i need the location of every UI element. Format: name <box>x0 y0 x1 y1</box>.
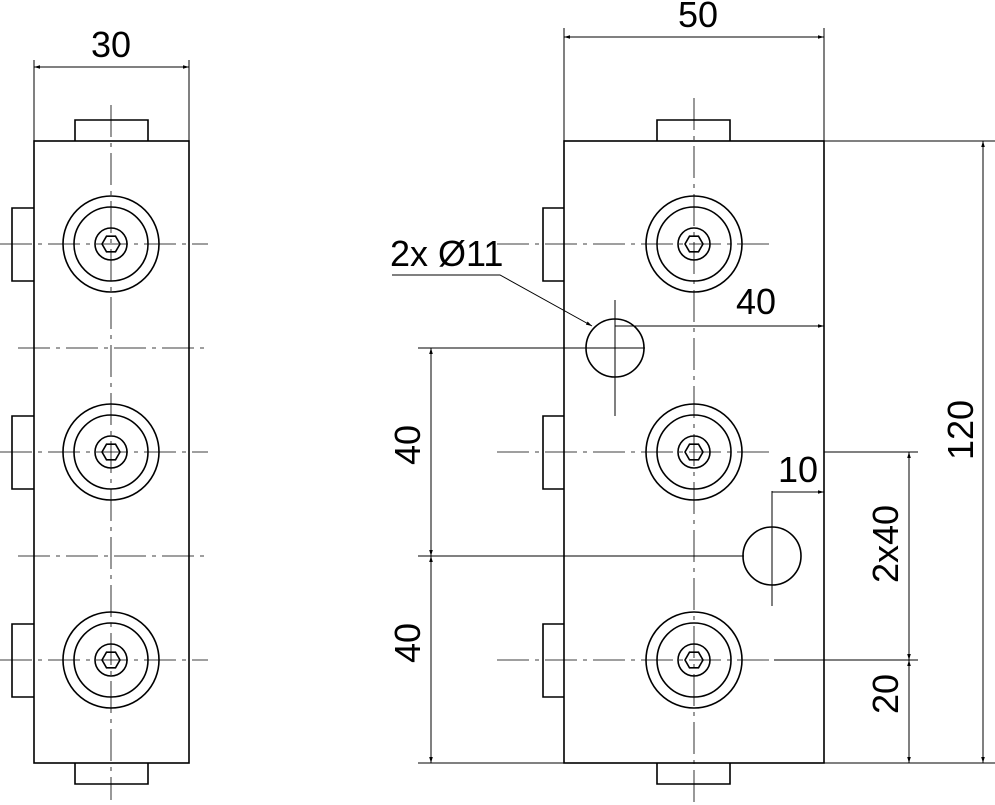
left-bottom-plug <box>74 763 149 785</box>
right-screw-3 <box>645 611 743 709</box>
left-top-plug <box>74 119 149 141</box>
right-top-plug <box>656 119 731 141</box>
left-screw-2 <box>62 403 160 501</box>
edge-20-label: 20 <box>865 674 906 714</box>
hex-socket-icon <box>101 443 121 461</box>
left-screw-3 <box>62 611 160 709</box>
left-view: 30 <box>0 24 208 800</box>
dist-40-label: 40 <box>736 281 776 322</box>
right-side-port-3 <box>542 623 564 698</box>
left-side-port-2 <box>11 415 34 490</box>
vertical-40-upper-label: 40 <box>387 425 428 465</box>
vertical-40-lower-label: 40 <box>387 623 428 663</box>
height-120-label: 120 <box>940 400 981 460</box>
hole-callout-label: 2x Ø11 <box>390 233 503 274</box>
hex-socket-icon <box>684 235 704 253</box>
hole-callout-leader <box>392 274 593 327</box>
left-width-label: 30 <box>91 24 131 65</box>
left-screw-1 <box>62 195 160 293</box>
right-width-label: 50 <box>678 0 718 35</box>
dist-10-label: 10 <box>778 449 818 490</box>
right-bottom-plug <box>656 763 731 785</box>
left-side-port-3 <box>11 623 34 698</box>
hex-socket-icon <box>684 443 704 461</box>
mounting-hole-lower <box>418 491 802 606</box>
right-view: 50 2x Ø11 40 10 40 40 2x40 20 120 <box>387 0 995 802</box>
right-screw-1 <box>645 195 743 293</box>
hex-socket-icon <box>101 235 121 253</box>
mounting-hole-upper <box>418 300 645 416</box>
hex-socket-icon <box>684 651 704 669</box>
left-side-port-1 <box>11 207 34 282</box>
left-block-outline <box>33 140 190 764</box>
hex-socket-icon <box>101 651 121 669</box>
right-side-port-2 <box>542 415 564 490</box>
right-screw-2 <box>645 403 743 501</box>
right-side-port-1 <box>542 207 564 282</box>
spacing-2x40-label: 2x40 <box>865 505 906 583</box>
